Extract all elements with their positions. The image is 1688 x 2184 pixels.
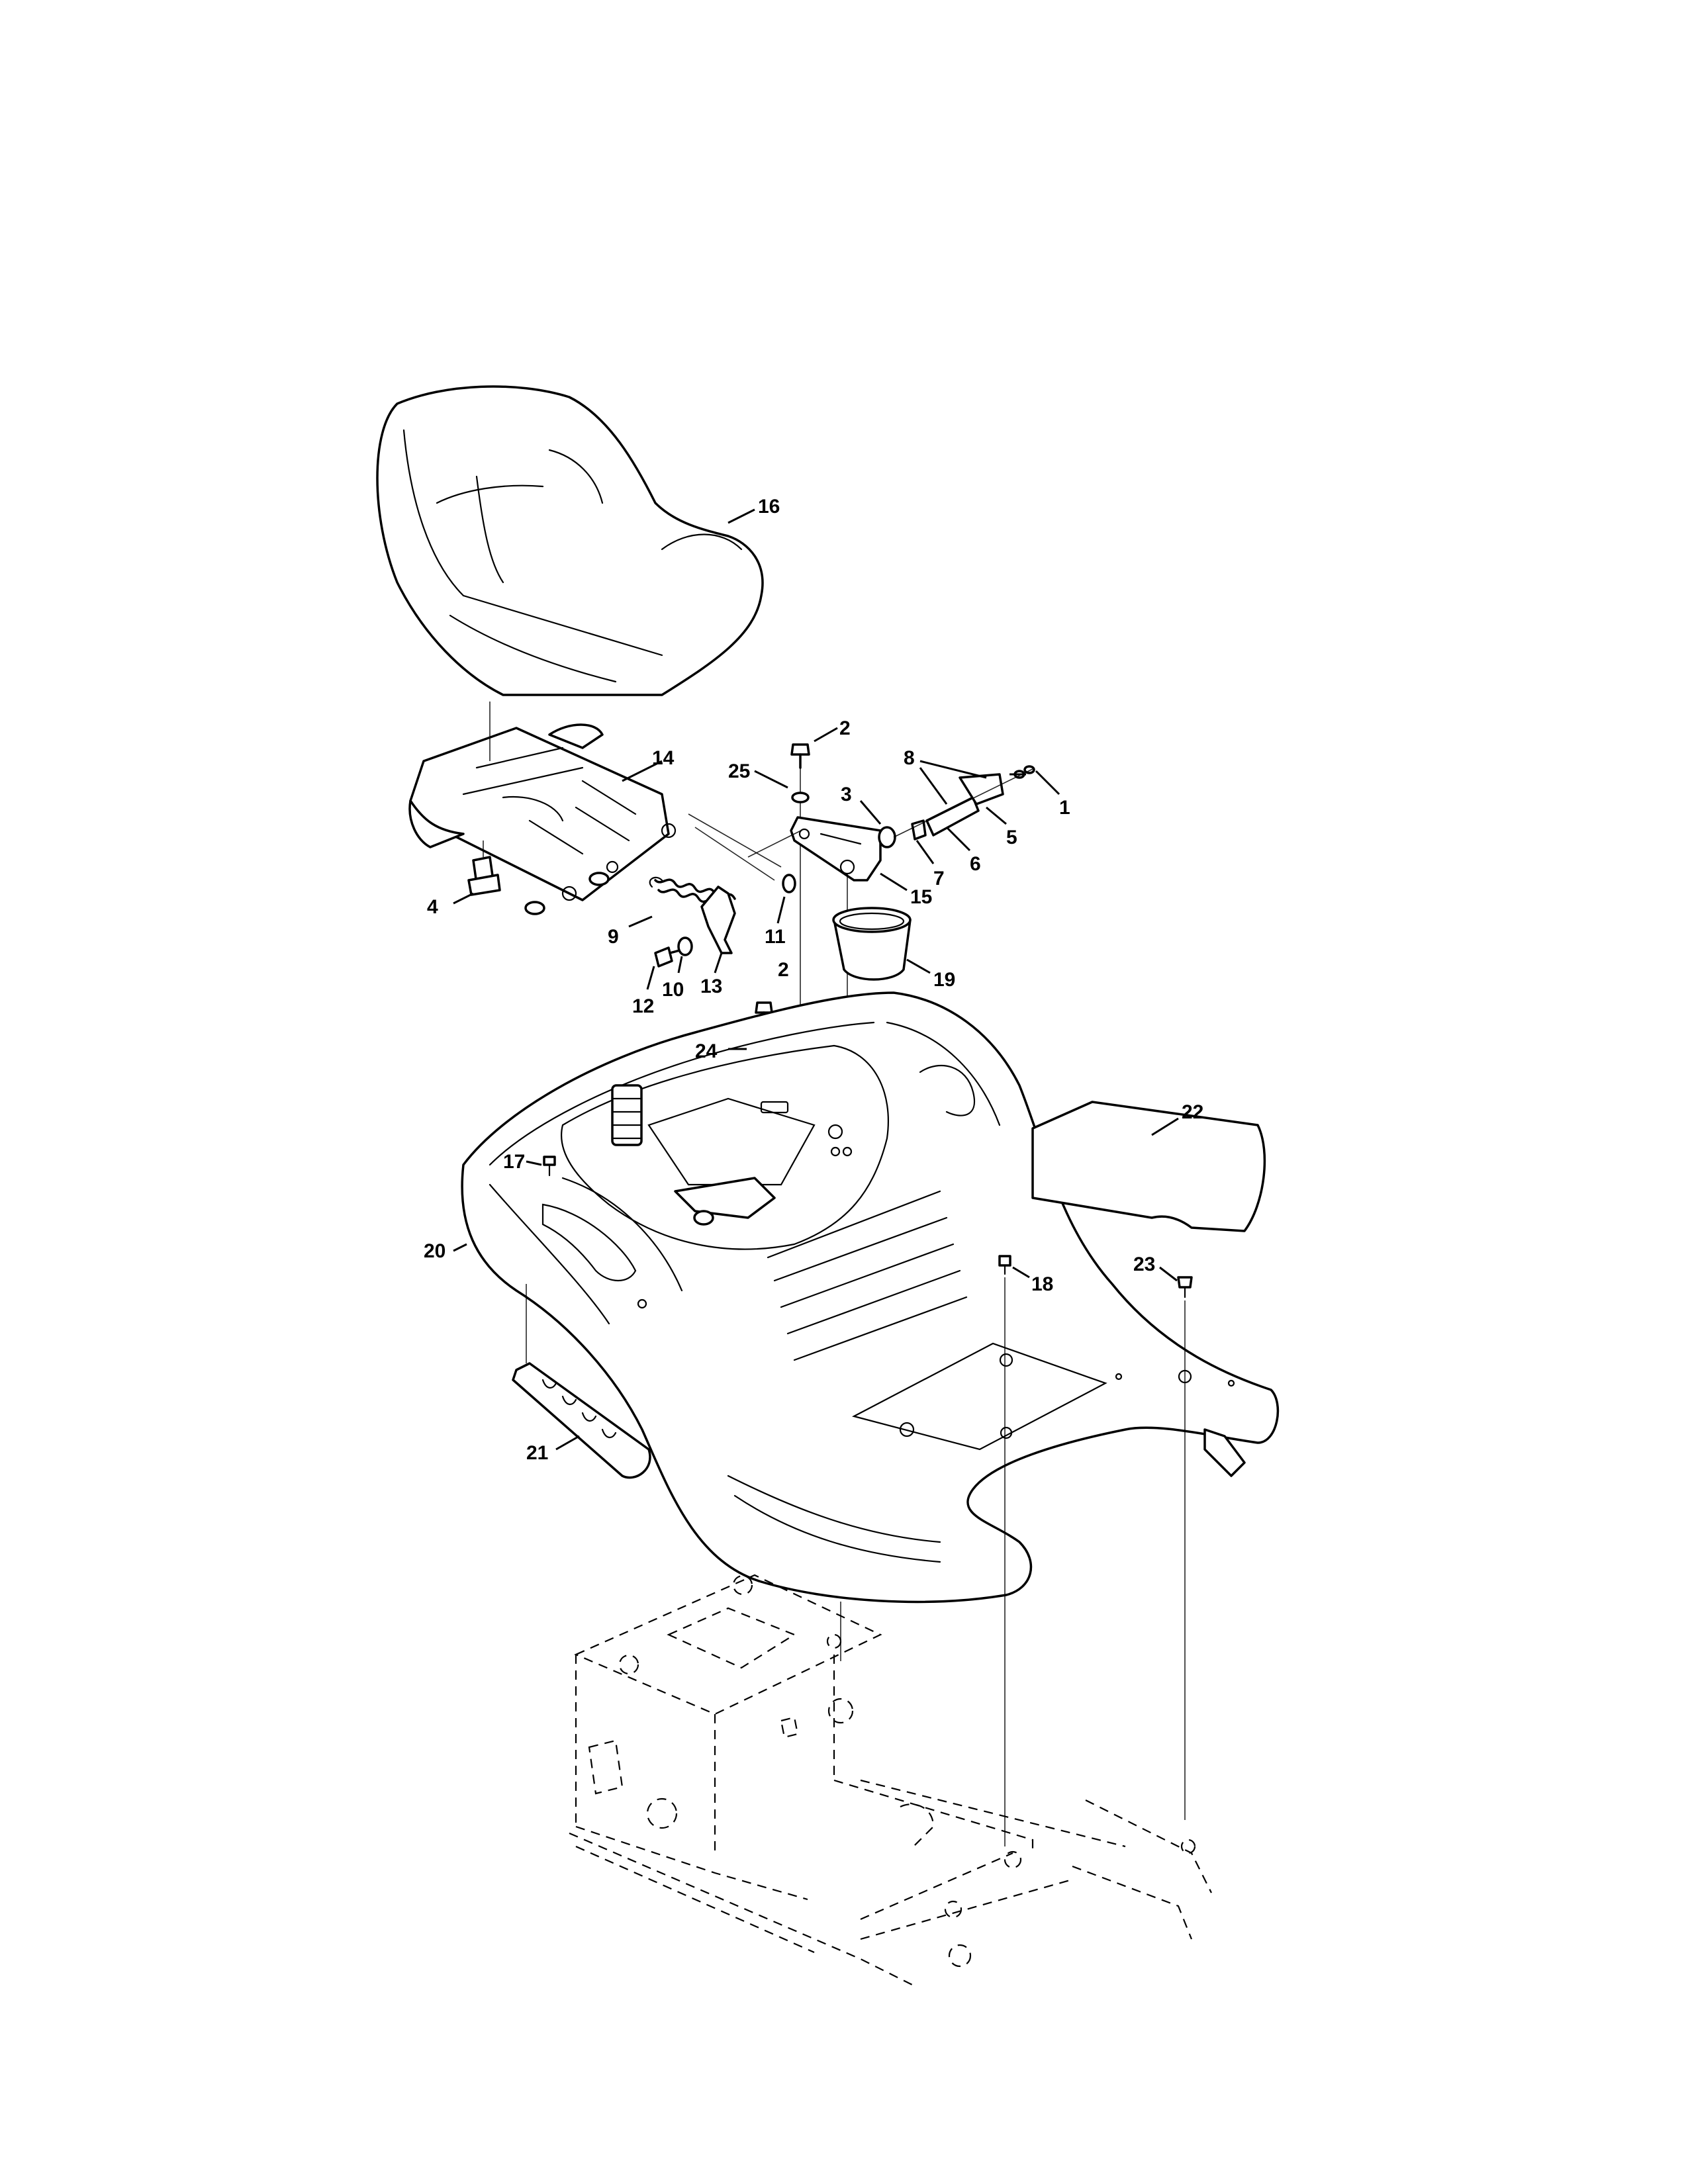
washer-25-part bbox=[791, 792, 810, 803]
callout-1: 1 bbox=[1059, 797, 1070, 819]
callout-2-lower: 2 bbox=[778, 959, 789, 981]
fastener-17-part bbox=[543, 1156, 556, 1177]
callout-20: 20 bbox=[424, 1240, 445, 1262]
adjuster-hardware-part bbox=[688, 765, 1035, 881]
callout-6: 6 bbox=[970, 853, 981, 875]
seat-part bbox=[376, 385, 764, 696]
callout-16: 16 bbox=[758, 496, 780, 518]
callout-23: 23 bbox=[1133, 1253, 1155, 1275]
cup-holder-part bbox=[832, 907, 912, 981]
fender-body-part bbox=[461, 991, 1280, 1604]
washer-11-part bbox=[782, 874, 796, 893]
adjust-rail-part bbox=[512, 1284, 651, 1479]
fastener-18-part bbox=[998, 1255, 1011, 1846]
callout-8: 8 bbox=[904, 747, 915, 769]
seat-knob-part bbox=[467, 841, 501, 896]
callout-19: 19 bbox=[933, 969, 955, 991]
callout-15: 15 bbox=[910, 886, 932, 908]
callout-labels: 1 2 2 3 4 5 6 7 8 9 10 11 12 13 14 15 16… bbox=[424, 496, 1203, 1464]
callout-7: 7 bbox=[933, 868, 945, 889]
leader-lines bbox=[453, 508, 1179, 1451]
bolt-washer-part bbox=[654, 936, 693, 968]
callout-4: 4 bbox=[427, 896, 438, 918]
foot-pad-part bbox=[1031, 1101, 1266, 1232]
callout-10: 10 bbox=[662, 979, 684, 1001]
callout-9: 9 bbox=[608, 926, 619, 948]
fastener-23-part bbox=[1177, 1276, 1193, 1820]
seat-pan-part bbox=[408, 702, 677, 901]
callout-12: 12 bbox=[632, 995, 654, 1017]
callout-5: 5 bbox=[1006, 827, 1017, 848]
callout-17: 17 bbox=[503, 1151, 525, 1173]
tractor-frame bbox=[569, 1574, 1212, 1986]
callout-25: 25 bbox=[728, 760, 750, 782]
lever-part bbox=[700, 886, 736, 954]
callout-24: 24 bbox=[695, 1040, 718, 1062]
callout-14: 14 bbox=[652, 747, 675, 769]
callout-22: 22 bbox=[1182, 1101, 1203, 1123]
callout-21: 21 bbox=[526, 1442, 548, 1464]
callout-13: 13 bbox=[700, 976, 722, 997]
callout-11: 11 bbox=[765, 926, 786, 948]
washer-part bbox=[524, 872, 610, 915]
callout-2-top: 2 bbox=[839, 717, 851, 739]
callout-18: 18 bbox=[1031, 1273, 1053, 1295]
callout-3: 3 bbox=[841, 784, 852, 805]
